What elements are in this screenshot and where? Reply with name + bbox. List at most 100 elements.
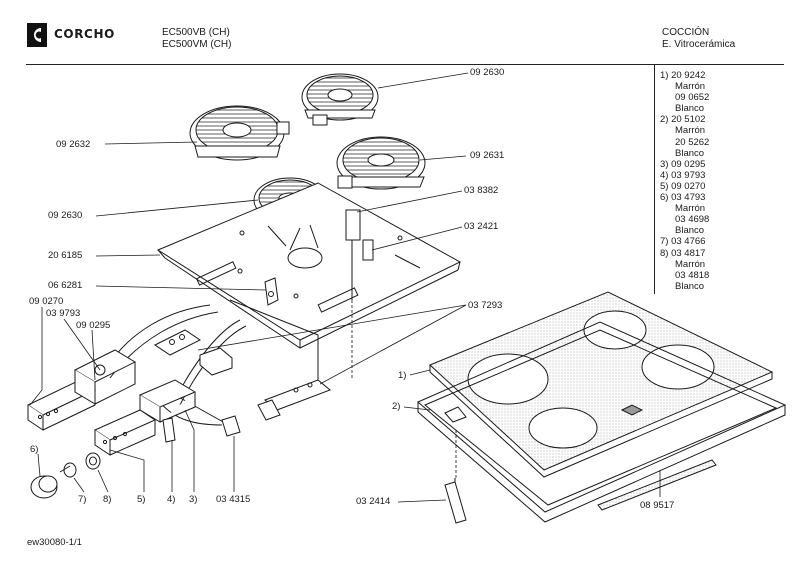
parts-list-code: Blanco <box>675 147 705 159</box>
heating-element-092632 <box>189 105 290 161</box>
category-subtitle: E. Vitrocerámica <box>662 39 736 50</box>
callout-2: 2) <box>392 401 401 412</box>
callout-3: 3) <box>189 494 198 505</box>
parts-list-item: 8) 03 4817 <box>660 248 709 259</box>
parts-list-index: 5) <box>660 180 669 192</box>
callout-032414: 03 2414 <box>356 496 391 507</box>
callout-090295: 09 0295 <box>76 320 111 331</box>
parts-list-code: 03 4766 <box>671 236 706 248</box>
glass-ceramic-top <box>429 291 774 478</box>
knob-6 <box>30 475 58 499</box>
knob-ring-8 <box>85 452 101 470</box>
parts-list-item: Marrón <box>660 81 709 92</box>
terminal-strip-037293-lower <box>257 379 331 421</box>
callout-034315: 03 4315 <box>216 494 251 505</box>
regulator-090295 <box>138 379 197 423</box>
callout-206185: 20 6185 <box>48 250 83 261</box>
connector-034315 <box>221 415 241 437</box>
bracket-032414 <box>444 478 467 524</box>
callout-089517: 08 9517 <box>640 500 675 511</box>
parts-list-code: 03 9793 <box>671 169 706 181</box>
terminal-032421 <box>362 239 374 261</box>
callout-8: 8) <box>103 494 112 505</box>
parts-list-code: 03 4698 <box>675 214 710 226</box>
parts-list-code: 20 9242 <box>671 70 706 81</box>
heating-element-092631 <box>336 136 426 190</box>
parts-list-index: 8) <box>660 247 669 259</box>
callout-038382: 03 8382 <box>464 185 499 196</box>
parts-list-code: Marrón <box>675 125 706 137</box>
callout-4: 4) <box>167 494 176 505</box>
parts-list-item: Marrón <box>660 125 709 136</box>
parts-list-index: 1) <box>660 70 669 81</box>
parts-list-code: 09 0295 <box>671 158 706 170</box>
parts-list-code: 03 4817 <box>671 247 706 259</box>
callout-090270: 09 0270 <box>29 296 64 307</box>
callout-092630-mid: 09 2630 <box>48 210 83 221</box>
callout-037293: 03 7293 <box>468 300 503 311</box>
parts-list-code: Blanco <box>675 280 705 292</box>
parts-list-item: Blanco <box>660 148 709 159</box>
callout-7: 7) <box>78 494 87 505</box>
header-divider <box>26 64 784 65</box>
parts-list-code: Marrón <box>675 81 706 93</box>
parts-list-index: 2) <box>660 114 669 126</box>
switch-housing-5 <box>93 409 157 456</box>
heating-element-092630-top <box>301 73 379 126</box>
base-tray-206185 <box>156 182 462 349</box>
callout-092631: 09 2631 <box>470 150 505 161</box>
parts-list-code: 09 0270 <box>671 180 706 192</box>
parts-list-divider <box>654 64 655 294</box>
callout-1: 1) <box>398 370 407 381</box>
parts-list-item: 03 4698 <box>660 214 709 225</box>
parts-list-item: 2) 20 5102 <box>660 114 709 125</box>
parts-list-item: Marrón <box>660 259 709 270</box>
parts-list-code: Marrón <box>675 203 706 215</box>
callout-066281: 06 6281 <box>48 280 83 291</box>
parts-list-code: 09 0652 <box>675 92 710 104</box>
parts-list-item: 4) 03 9793 <box>660 170 709 181</box>
parts-list-item: 20 5262 <box>660 137 709 148</box>
knob-insert-7 <box>59 462 77 478</box>
clip-066281 <box>264 277 279 306</box>
model-number-1: EC500VB (CH) <box>162 27 230 38</box>
callout-5: 5) <box>137 494 146 505</box>
parts-list-code: Blanco <box>675 103 705 115</box>
parts-list-code: 20 5102 <box>671 114 706 126</box>
corcho-logo-icon <box>27 23 47 47</box>
parts-list-index: 4) <box>660 169 669 181</box>
regulator-039793 <box>73 349 137 405</box>
terminal-strip-037293-upper <box>154 329 233 376</box>
parts-list-item: Blanco <box>660 281 709 292</box>
parts-list-index: 3) <box>660 158 669 170</box>
callout-032421: 03 2421 <box>464 221 499 232</box>
parts-list-index: 7) <box>660 236 669 248</box>
parts-list-code: 03 4793 <box>671 192 706 204</box>
parts-list-item: 1) 20 9242 <box>660 70 709 81</box>
shaft-4 <box>162 417 176 443</box>
parts-list-item: 3) 09 0295 <box>660 159 709 170</box>
parts-list-item: 03 4818 <box>660 270 709 281</box>
sensor-038382 <box>345 209 361 300</box>
parts-list-code: Blanco <box>675 225 705 237</box>
parts-list-code: Marrón <box>675 258 706 270</box>
parts-list-item: 6) 03 4793 <box>660 192 709 203</box>
parts-list-item: Blanco <box>660 225 709 236</box>
model-number-2: EC500VM (CH) <box>162 39 232 50</box>
parts-list-item: Blanco <box>660 103 709 114</box>
parts-list-item: 7) 03 4766 <box>660 236 709 247</box>
category-title: COCCIÓN <box>662 27 710 38</box>
seal-089517 <box>597 459 717 511</box>
drawing-reference: ew30080-1/1 <box>27 537 82 548</box>
callout-092632: 09 2632 <box>56 139 91 150</box>
parts-list-item: Marrón <box>660 203 709 214</box>
callout-092630-top: 09 2630 <box>470 67 505 78</box>
callout-6: 6) <box>30 444 39 455</box>
brand-name: CORCHO <box>54 27 115 41</box>
parts-list-item: 5) 09 0270 <box>660 181 709 192</box>
leader-lines <box>29 72 661 503</box>
callout-039793: 03 9793 <box>46 308 81 319</box>
parts-list-code: 03 4818 <box>675 269 710 281</box>
